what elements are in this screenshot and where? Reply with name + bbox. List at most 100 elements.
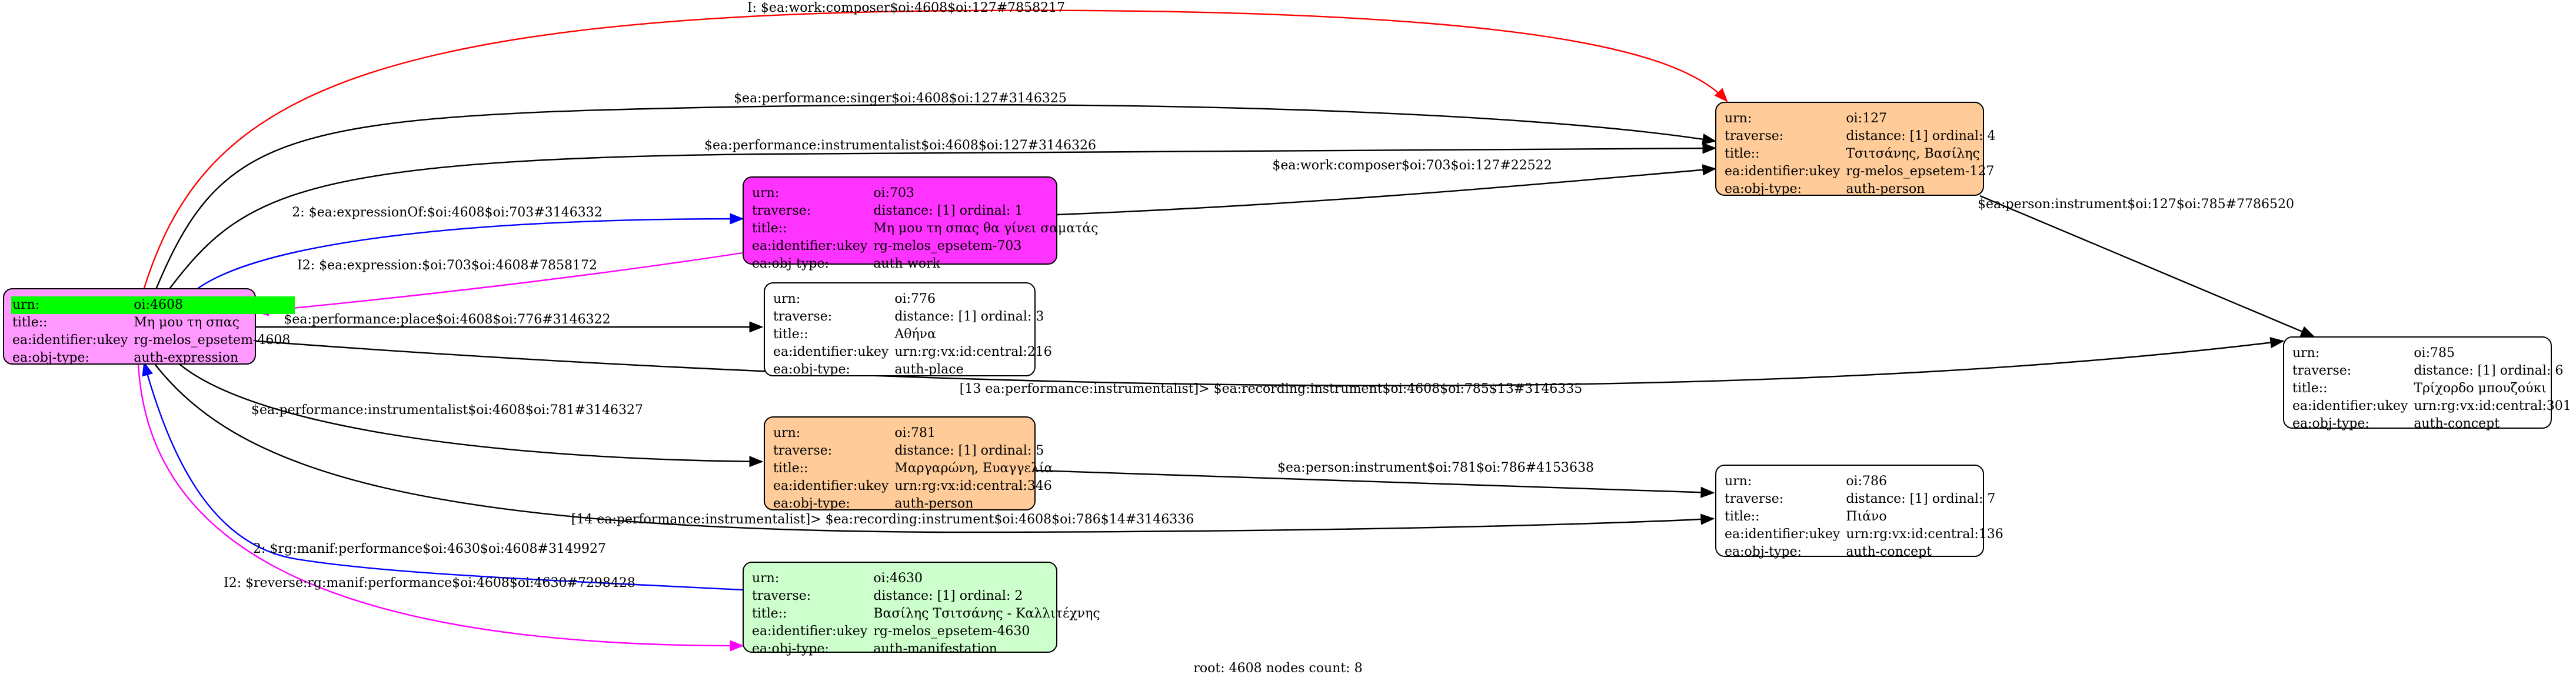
node-row: ea:obj-type:auth-concept [1723, 543, 2008, 561]
node-row: traverse: distance: [1] ordinal: 7 [1723, 490, 2008, 508]
edge-label: I2: $reverse:rg:manif:performance$oi:460… [224, 576, 635, 590]
node-row: ea:obj-type: auth-person [1723, 181, 2000, 198]
node-row: urn:oi:785 [2291, 345, 2576, 362]
edge-e14[interactable]: $ea:person:instrument$oi:127$oi:785#7786… [1978, 195, 2315, 338]
row-value: urn:rg:vx:id:central:346 [894, 479, 1052, 493]
edge-e4[interactable]: 2: $ea:expressionOf:$oi:4608$oi:703#3146… [194, 205, 744, 292]
edge-label: $ea:performance:place$oi:4608$oi:776#314… [284, 312, 610, 327]
edge-path [255, 337, 2285, 386]
row-key: ea:identifier:ukey [12, 333, 128, 348]
edge-label: I2: $ea:expression:$oi:703$oi:4608#78581… [297, 258, 597, 273]
node-row: title::Τσιτσάνης, Βασίλης [1723, 145, 2000, 163]
row-key: traverse: [752, 203, 811, 218]
row-key: urn: [752, 571, 780, 586]
row-key: traverse: [752, 589, 811, 603]
edge-path [155, 104, 1717, 290]
row-key: title:: [1725, 509, 1760, 524]
row-value: auth-person [1846, 182, 1925, 196]
node-row: title::Τρίχορδο μπουζούκι [2291, 380, 2576, 398]
row-value: oi:4608 [132, 296, 295, 314]
row-value: Τρίχορδο μπουζούκι [2414, 381, 2547, 396]
row-value: oi:785 [2414, 346, 2455, 360]
node-row: ea:obj-type:auth-manifestation [751, 640, 1105, 658]
row-value: distance: [1] ordinal: 7 [1846, 492, 1996, 506]
node-row: title::Πιάνο [1723, 508, 2008, 526]
edge-e1[interactable]: I: $ea:work:composer$oi:4608$oi:127#7858… [143, 1, 1728, 289]
row-value: oi:776 [894, 292, 936, 306]
node-row: urn:oi:4630 [751, 570, 1105, 587]
row-key: ea:identifier:ukey [752, 624, 868, 639]
row-value: Μαργαρώνη, Ευαγγελία [894, 461, 1053, 476]
row-key: traverse: [773, 309, 833, 324]
edge-e13[interactable]: I2: $reverse:rg:manif:performance$oi:460… [137, 363, 744, 652]
row-key: ea:identifier:ukey [1725, 527, 1841, 542]
edge-path [1979, 195, 2315, 338]
edge-e7[interactable]: $ea:performance:place$oi:4608$oi:776#314… [256, 312, 764, 333]
row-value: Πιάνο [1846, 509, 1887, 524]
edge-path [176, 361, 764, 468]
row-key: ea:obj-type: [752, 256, 829, 271]
edge-e12[interactable]: 2: $rg:manif:performance$oi:4630$oi:4608… [142, 361, 743, 591]
row-key: title:: [752, 606, 787, 621]
node-row: traverse:distance: [1] ordinal: 5 [772, 442, 1057, 460]
row-key: ea:obj-type: [752, 642, 829, 656]
node-row: urn:oi:4608 [11, 296, 295, 314]
node-row: ea:identifier:ukey rg-melos_epsetem-4630 [751, 623, 1105, 640]
node-row: ea:identifier:ukey rg-melos_epsetem-4608 [11, 332, 295, 349]
node-row: traverse:distance: [1] ordinal: 6 [2291, 362, 2576, 380]
row-key: ea:obj-type: [1725, 182, 1802, 196]
edge-path [143, 9, 1728, 289]
row-value: Μη μου τη σπας θα γίνει σαματάς [873, 221, 1099, 236]
edge-label: $ea:person:instrument$oi:781$oi:786#4153… [1277, 460, 1594, 475]
node-row: urn:oi:703 [751, 185, 1103, 202]
node-row: title::Βασίλης Τσιτσάνης - Καλλιτέχνης [751, 605, 1105, 623]
row-value: rg-melos_epsetem-4608 [134, 333, 291, 348]
row-value: oi:127 [1846, 111, 1887, 126]
row-value: distance: [1] ordinal: 4 [1846, 129, 1996, 143]
edge-e9[interactable]: $ea:performance:instrumentalist$oi:4608$… [176, 361, 764, 468]
edge-e6[interactable]: $ea:work:composer$oi:703$oi:127#22522 [1057, 158, 1717, 216]
row-value: auth-expression [134, 350, 239, 365]
edge-path [1057, 164, 1717, 216]
edge-e5[interactable]: I2: $ea:expression:$oi:703$oi:4608#78581… [254, 252, 743, 316]
edge-path [254, 252, 743, 316]
row-key: title:: [1725, 146, 1760, 161]
row-key: traverse: [1725, 492, 1784, 506]
edge-e3[interactable]: $ea:performance:instrumentalist$oi:4608$… [167, 138, 1717, 292]
row-key: urn: [752, 186, 780, 201]
row-key: title:: [12, 315, 48, 330]
edge-e11[interactable]: [14 ea:performance:instrumentalist]> $ea… [152, 361, 1715, 533]
edge-e10[interactable]: $ea:person:instrument$oi:781$oi:786#4153… [1035, 460, 1715, 498]
row-value: distance: [1] ordinal: 6 [2414, 363, 2564, 378]
row-value: auth-person [894, 496, 974, 511]
edge-e2[interactable]: $ea:performance:singer$oi:4608$oi:127#31… [155, 91, 1717, 290]
edge-label: [14 ea:performance:instrumentalist]> $ea… [571, 512, 1194, 527]
node-row: title::Μαργαρώνη, Ευαγγελία [772, 460, 1057, 478]
row-value: rg-melos_epsetem-4630 [873, 624, 1030, 639]
node-row: traverse:distance: [1] ordinal: 2 [751, 587, 1105, 605]
row-key: traverse: [773, 443, 833, 458]
node-row: traverse:distance: [1] ordinal: 3 [772, 308, 1057, 326]
edge-label: 2: $ea:expressionOf:$oi:4608$oi:703#3146… [292, 205, 602, 220]
row-key: urn: [11, 296, 133, 314]
row-key: urn: [773, 426, 801, 440]
edge-e8[interactable]: [13 ea:performance:instrumentalist]> $ea… [255, 337, 2285, 396]
edge-path [142, 361, 743, 591]
edge-label: $ea:person:instrument$oi:127$oi:785#7786… [1978, 197, 2294, 212]
node-row: title::Αθήνα [772, 326, 1057, 343]
